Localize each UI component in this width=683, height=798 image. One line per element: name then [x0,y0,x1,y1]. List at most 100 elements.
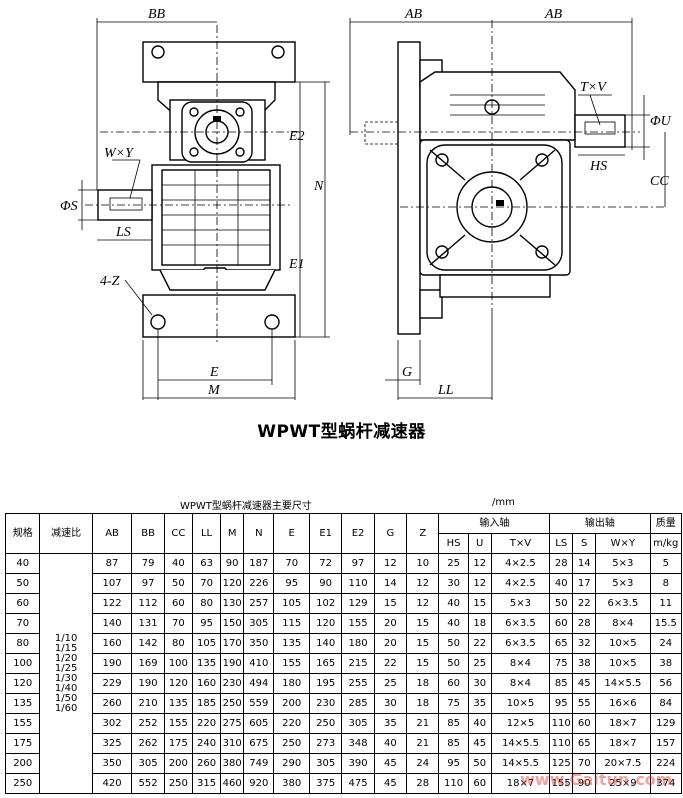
table-cell: 380 [220,753,245,774]
table-cell: 175 [4,733,41,754]
table-cell: 14 [373,573,408,594]
table-cell: 40 [373,733,408,754]
table-cell: 130 [220,593,245,614]
table-cell: 100 [163,653,193,674]
table-cell: 12 [406,573,440,594]
table-cell: 5 [649,553,683,574]
table-cell: 10 [406,553,440,574]
table-cell: 240 [191,733,222,754]
table-cell: 285 [341,693,375,714]
table-cell: 30 [467,673,492,694]
table-cell: 18 [406,693,440,714]
table-cell: 920 [243,773,275,794]
table-cell: 135 [4,693,41,714]
table-cell: 100 [4,653,41,674]
dim-ab-left: AB [404,7,423,22]
ratio-item: 1/15 [54,642,78,654]
table-cell: 50 [438,633,469,654]
table-caption: WPWT型蜗杆减速器主要尺寸 [180,501,312,512]
table-cell: 190 [220,653,245,674]
table-cell: 4×2.5 [490,553,551,574]
table-cell: 50 [163,573,193,594]
table-cell: 252 [131,713,165,734]
table-cell: 85 [438,733,469,754]
table-cell: 305 [308,753,343,774]
header-size: 规格 [4,513,41,554]
table-cell: 85 [549,673,574,694]
table-cell: 65 [549,633,574,654]
dim-n: N [313,179,324,194]
table-cell: 56 [649,673,683,694]
table-cell: 257 [243,593,275,614]
table-cell: 28 [549,553,574,574]
dim-m: M [207,383,221,398]
dim-hs: HS [589,159,607,174]
table-cell: 230 [308,693,343,714]
table-cell: 210 [131,693,165,714]
table-cell: 35 [373,713,408,734]
table-cell: 475 [341,773,375,794]
table-cell: 24 [649,633,683,654]
table-cell: 305 [243,613,275,634]
ratio-item: 1/50 [54,692,78,704]
header-z: Z [406,513,440,554]
table-cell: 90 [220,553,245,574]
dim-bb-left: BB [148,7,166,22]
table-cell: 195 [308,673,343,694]
table-cell: 45 [373,753,408,774]
table-cell: 15 [373,593,408,614]
header-s: S [572,533,597,554]
table-cell: 95 [438,753,469,774]
table-cell: 675 [243,733,275,754]
table-cell: 15 [406,633,440,654]
table-cell: 32 [572,633,597,654]
table-cell: 190 [131,673,165,694]
table-cell: 25 [438,553,469,574]
table-cell: 45 [467,733,492,754]
table-cell: 85 [438,713,469,734]
table-cell: 84 [649,693,683,714]
table-cell: 80 [163,633,193,654]
ratio-item: 1/60 [54,702,78,714]
table-unit: /mm [492,497,515,508]
table-cell: 8×4 [595,613,651,634]
table-cell: 120 [220,573,245,594]
table-cell: 40 [438,613,469,634]
dim-s: ΦS [60,199,78,214]
table-cell: 229 [91,673,133,694]
table-cell: 16×6 [595,693,651,714]
table-cell: 107 [91,573,133,594]
table-cell: 63 [191,553,222,574]
table-cell: 410 [243,653,275,674]
header-u: U [467,533,492,554]
header-e: E [273,513,310,554]
table-cell: 255 [341,673,375,694]
table-cell: 28 [572,613,597,634]
table-cell: 420 [91,773,133,794]
dim-e: E [209,365,219,380]
table-cell: 120 [163,673,193,694]
table-cell: 90 [572,773,597,794]
table-cell: 350 [91,753,133,774]
table-cell: 12×5 [490,713,551,734]
table-cell: 50 [4,573,41,594]
drawing-title: WPWT型蜗杆减速器 [257,422,426,442]
table-cell: 25 [373,673,408,694]
table-cell: 305 [131,753,165,774]
ratio-item: 1/30 [54,672,78,684]
table-cell: 30 [438,573,469,594]
table-cell: 275 [220,713,245,734]
table-cell: 215 [341,653,375,674]
header-ab: AB [91,513,133,554]
header-ll: LL [191,513,222,554]
table-cell: 380 [273,773,310,794]
dim-ls: LS [115,225,131,240]
table-cell: 110 [438,773,469,794]
table-cell: 8×4 [490,653,551,674]
